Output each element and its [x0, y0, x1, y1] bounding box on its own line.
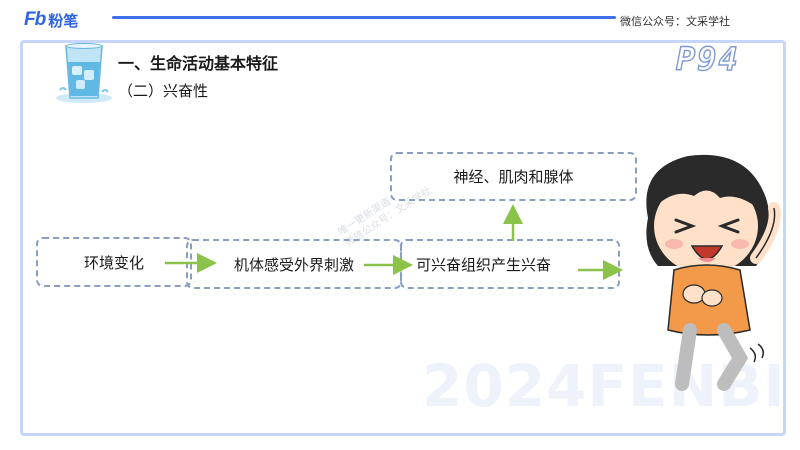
flow-box-tissue: 可兴奋组织产生兴奋 [400, 239, 620, 289]
water-glass-icon [56, 43, 112, 103]
slide-frame [20, 40, 786, 436]
flow-box-env-change: 环境变化 [36, 237, 192, 287]
section-title: 一、生命活动基本特征 [118, 54, 279, 73]
flow-label-tissue: 可兴奋组织产生兴奋 [416, 255, 552, 274]
brand-name: 粉笔 [48, 11, 79, 30]
flow-box-effectors: 神经、肌肉和腺体 [390, 152, 637, 201]
flow-box-stimulus: 机体感受外界刺激 [186, 239, 402, 289]
flow-label-effectors: 神经、肌肉和腺体 [453, 168, 574, 186]
cartoon-girl-illustration [646, 154, 781, 391]
wechat-note: 微信公众号：文采学社 [620, 15, 730, 28]
header-divider [112, 16, 616, 19]
flow-label-stimulus: 机体感受外界刺激 [233, 255, 354, 274]
flow-label-env-change: 环境变化 [83, 253, 144, 272]
brand-mark: Fb [24, 9, 46, 30]
sub-title: （二）兴奋性 [118, 82, 209, 100]
page-number: P94 [675, 39, 740, 78]
brand-logo: Fb 粉笔 [24, 9, 78, 31]
